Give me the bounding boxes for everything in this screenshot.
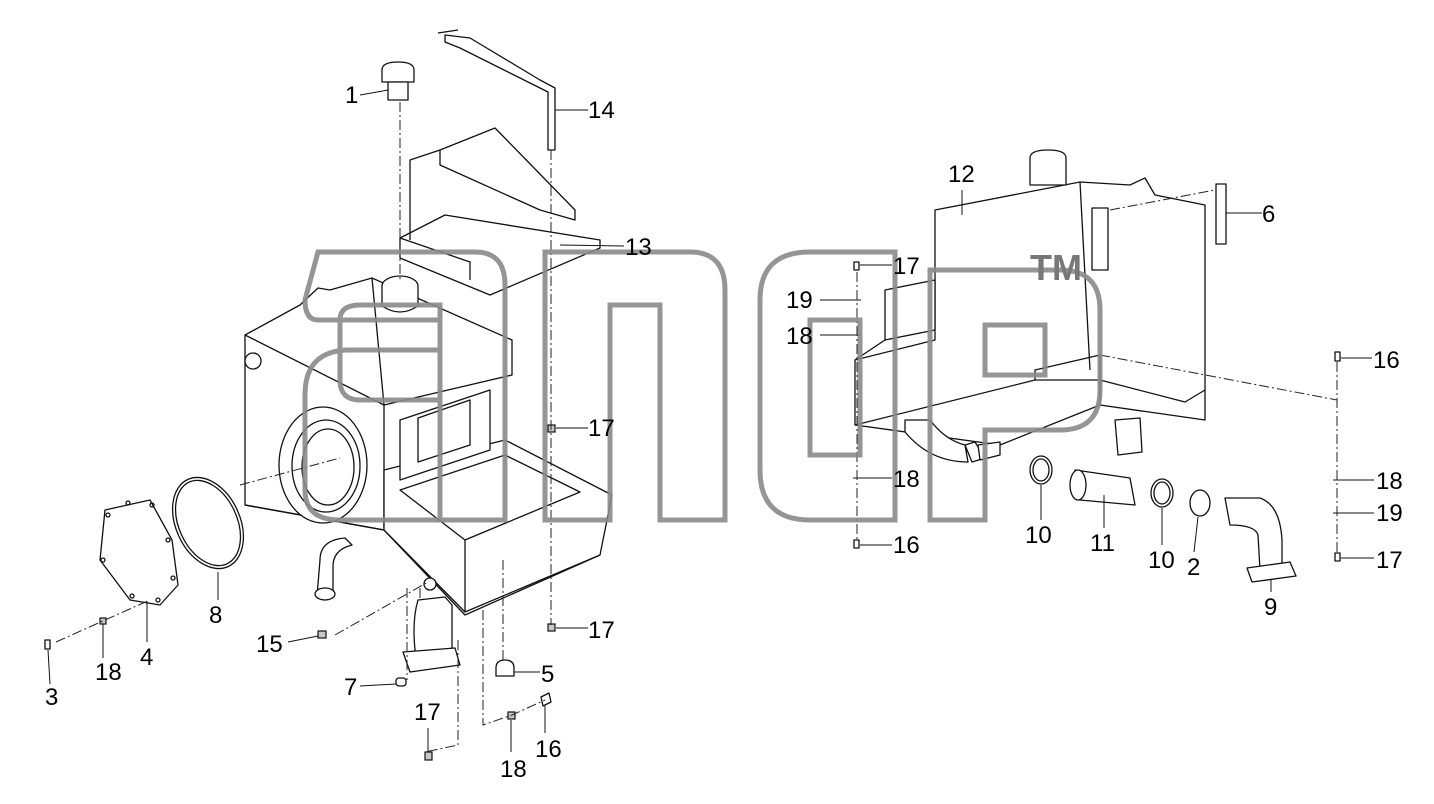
trademark-label: TM bbox=[1030, 247, 1082, 288]
callout-19-far-right: 19 bbox=[1376, 500, 1403, 527]
callout-16-right-bottom: 16 bbox=[893, 532, 920, 559]
watermark-logo: TM bbox=[302, 247, 1103, 523]
callout-6: 6 bbox=[1262, 201, 1275, 228]
callout-13: 13 bbox=[625, 234, 652, 261]
callout-16-far-right: 16 bbox=[1373, 347, 1400, 374]
callout-3: 3 bbox=[45, 684, 58, 711]
callout-labels: 1 14 13 17 17 5 15 7 8 4 18 3 17 18 16 1… bbox=[45, 82, 1403, 783]
callout-17-far-right: 17 bbox=[1376, 547, 1403, 574]
callout-17-lower: 17 bbox=[588, 617, 615, 644]
callout-1: 1 bbox=[345, 82, 358, 109]
callout-18-left: 18 bbox=[95, 659, 122, 686]
callout-9: 9 bbox=[1264, 594, 1277, 621]
callout-14: 14 bbox=[588, 97, 615, 124]
callout-18-right-mid: 18 bbox=[893, 466, 920, 493]
callout-17-right-top: 17 bbox=[893, 253, 920, 280]
callout-19-right-top: 19 bbox=[786, 287, 813, 314]
callout-4: 4 bbox=[140, 644, 153, 671]
callout-10-second: 10 bbox=[1148, 547, 1175, 574]
callout-15: 15 bbox=[256, 631, 283, 658]
callout-2: 2 bbox=[1187, 554, 1200, 581]
callout-12: 12 bbox=[948, 161, 975, 188]
callout-16-bottom: 16 bbox=[535, 736, 562, 763]
callout-18-bottom: 18 bbox=[500, 756, 527, 783]
callout-17-upper: 17 bbox=[588, 415, 615, 442]
callout-10-first: 10 bbox=[1025, 522, 1052, 549]
callout-5: 5 bbox=[541, 661, 554, 688]
callout-18-far-right: 18 bbox=[1376, 468, 1403, 495]
callout-17-bottom: 17 bbox=[414, 699, 441, 726]
callout-18-right-top: 18 bbox=[786, 323, 813, 350]
callout-7: 7 bbox=[344, 674, 357, 701]
callout-8: 8 bbox=[209, 602, 222, 629]
left-tank-assembly bbox=[44, 29, 613, 761]
callout-11: 11 bbox=[1090, 530, 1115, 557]
